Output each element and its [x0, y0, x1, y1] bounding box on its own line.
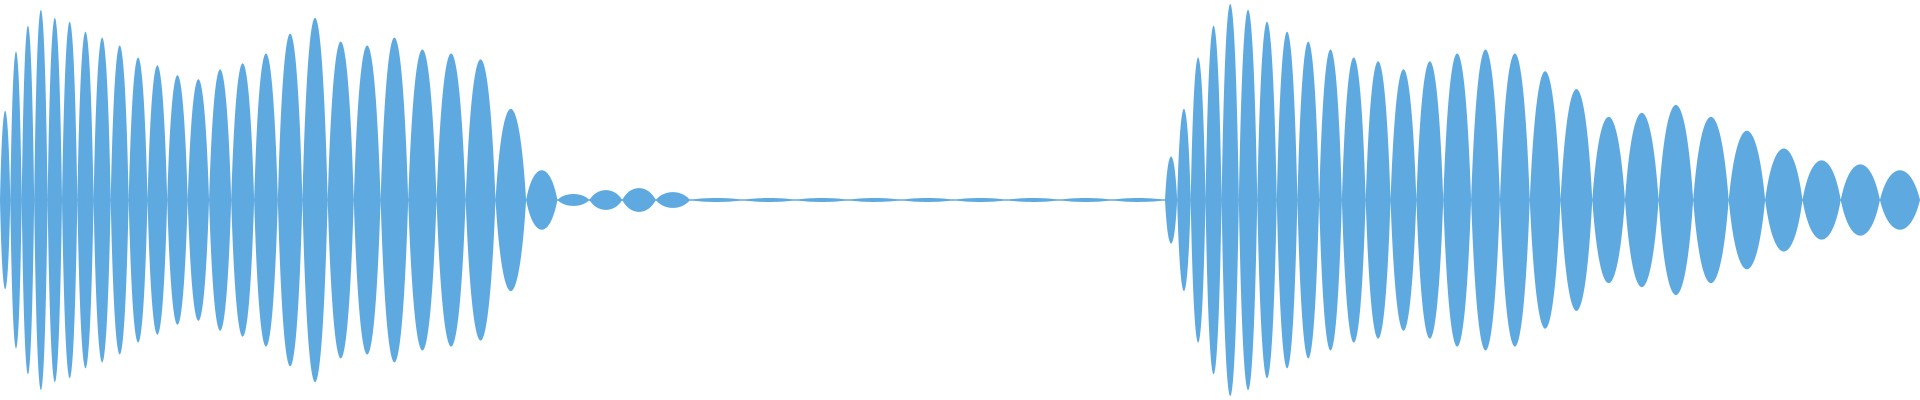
- audio-waveform: [0, 3, 1920, 397]
- waveform-canvas: [0, 3, 1920, 397]
